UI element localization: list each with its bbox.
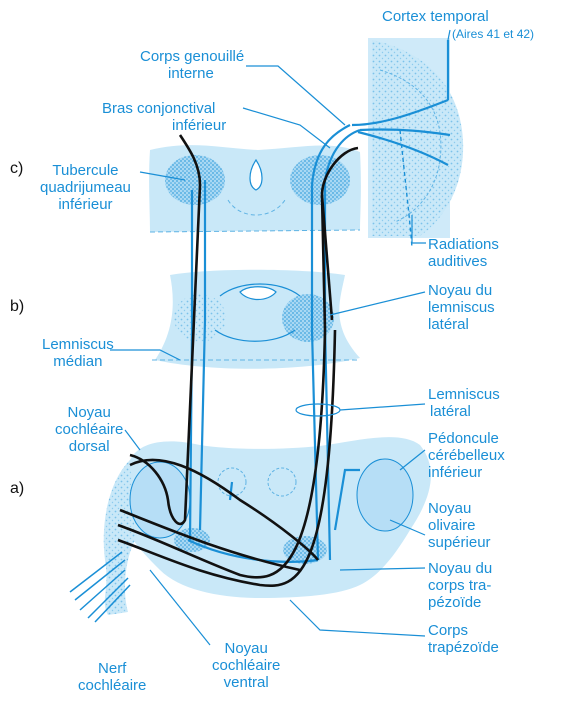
section-label-c: c): [10, 160, 23, 178]
label-aires: (Aires 41 et 42): [452, 26, 534, 43]
section-label-b: b): [10, 298, 24, 316]
label-cortex-temporal: Cortex temporal: [382, 8, 489, 25]
section-c-mesencephalon: [149, 145, 361, 232]
section-label-a: a): [10, 480, 24, 498]
section-a-medulla: [104, 437, 431, 615]
lemniscus-lateral-marker: [296, 404, 340, 416]
